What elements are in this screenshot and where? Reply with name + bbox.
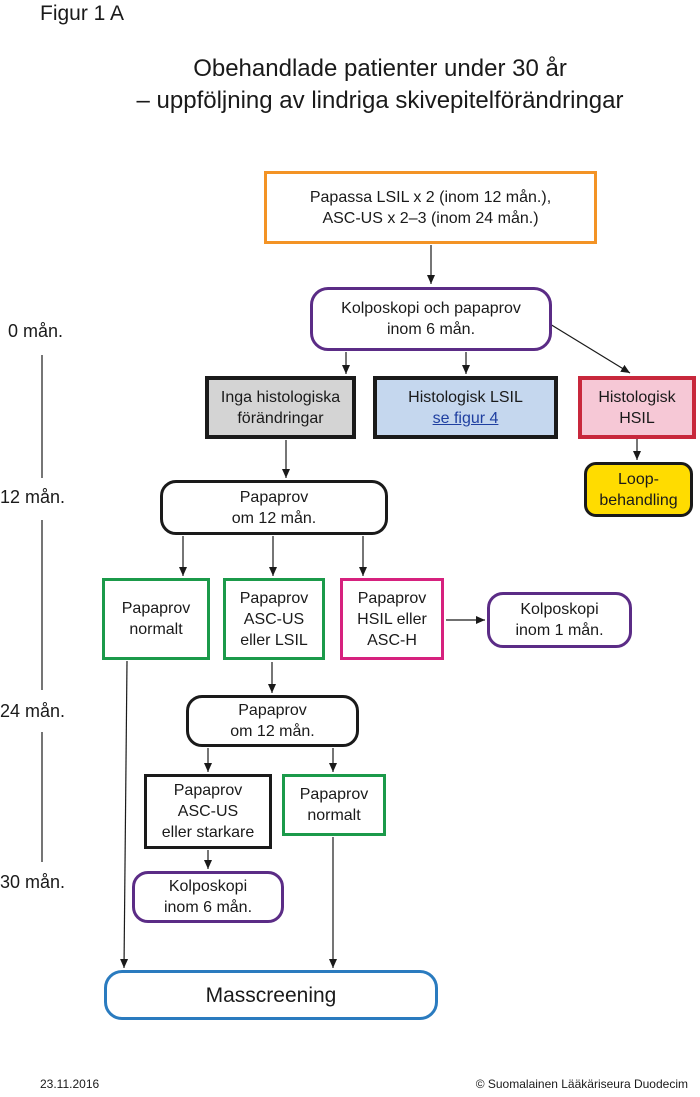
title-line-1: Obehandlade patienter under 30 år: [193, 55, 567, 82]
title-line-2: – uppföljning av lindriga skivepitelförä…: [136, 87, 624, 114]
footer-date: 23.11.2016: [40, 1077, 100, 1091]
colposcopy-6-month-node: Kolposkopi inom 6 mån.: [132, 871, 284, 923]
pap-ascus-stronger-text-1: Papaprov: [173, 782, 243, 799]
pap-normal-2-node: Papaprov normalt: [282, 774, 386, 836]
pap-ascus-lsil-text-1: Papaprov: [239, 589, 309, 607]
papaprov-24-text-1: Papaprov: [238, 702, 307, 719]
start-text-2: ASC-US x 2–3 (inom 24 mån.): [322, 209, 539, 227]
colposcopy-papaprov-text-2: inom 6 mån.: [386, 321, 476, 338]
pap-hsil-node: Papaprov HSIL eller ASC-H: [340, 578, 444, 660]
colposcopy-6-month-text-1: Kolposkopi: [168, 878, 248, 895]
timeline-label-12: 12 mån.: [0, 487, 66, 507]
see-figure-4-link[interactable]: se figur 4: [432, 409, 499, 427]
colposcopy-1-month-node: Kolposkopi inom 1 mån.: [487, 592, 632, 648]
no-changes-node: Inga histologiska förändringar: [205, 376, 356, 439]
start-text-1: Papassa LSIL x 2 (inom 12 mån.),: [309, 188, 552, 206]
papaprov-12-node: Papaprov om 12 mån.: [160, 480, 388, 535]
figure-label: Figur 1 A: [40, 2, 125, 25]
colposcopy-1-month-text-1: Kolposkopi: [520, 601, 599, 618]
pap-ascus-lsil-text-2: ASC-US: [243, 610, 305, 628]
pap-hsil-text-1: Papaprov: [357, 589, 427, 607]
hist-lsil-node: Histologisk LSIL se figur 4: [373, 376, 558, 439]
arrow-normal-to-mass: [120, 660, 129, 969]
arrow-to-hist-hsil: [544, 320, 631, 374]
timeline-label-30: 30 mån.: [0, 872, 66, 892]
pap-normal-2-text-1: Papaprov: [299, 786, 369, 803]
timeline-label-0: 0 mån.: [8, 321, 64, 341]
papaprov-12-text-2: om 12 mån.: [231, 509, 317, 527]
pap-ascus-lsil-node: Papaprov ASC-US eller LSIL: [223, 578, 325, 660]
pap-ascus-stronger-text-2: ASC-US: [177, 803, 239, 820]
pap-ascus-stronger-node: Papaprov ASC-US eller starkare: [144, 774, 272, 849]
colposcopy-papaprov-text-1: Kolposkopi och papaprov: [341, 300, 521, 317]
footer-copyright: © Suomalainen Lääkäriseura Duodecim: [475, 1077, 688, 1091]
pap-hsil-text-2: HSIL eller: [357, 610, 427, 628]
pap-ascus-lsil-text-3: eller LSIL: [240, 631, 308, 649]
pap-ascus-stronger-text-3: eller starkare: [161, 824, 255, 841]
start-node: Papassa LSIL x 2 (inom 12 mån.), ASC-US …: [264, 171, 597, 244]
pap-normal-2-text-2: normalt: [307, 807, 361, 824]
no-changes-text-2: förändringar: [237, 409, 324, 427]
loop-text-2: behandling: [599, 491, 678, 509]
papaprov-24-node: Papaprov om 12 mån.: [186, 695, 359, 747]
hist-hsil-text-1: Histologisk: [598, 388, 676, 406]
papaprov-12-text-1: Papaprov: [239, 488, 309, 506]
no-changes-text-1: Inga histologiska: [220, 388, 341, 406]
colposcopy-1-month-text-2: inom 1 mån.: [515, 622, 604, 639]
pap-normal-node: Papaprov normalt: [102, 578, 210, 660]
loop-treatment-node: Loop- behandling: [584, 462, 693, 517]
masscreening-text: Masscreening: [205, 983, 337, 1007]
colposcopy-6-month-text-2: inom 6 mån.: [163, 899, 253, 916]
papaprov-24-text-2: om 12 mån.: [230, 723, 315, 740]
hist-hsil-text-2: HSIL: [619, 409, 655, 427]
masscreening-node: Masscreening: [104, 970, 438, 1020]
hist-hsil-node: Histologisk HSIL: [578, 376, 696, 439]
pap-normal-text-2: normalt: [129, 621, 183, 638]
colposcopy-papaprov-node: Kolposkopi och papaprov inom 6 mån.: [310, 287, 552, 351]
hist-lsil-text: Histologisk LSIL: [408, 388, 523, 406]
pap-normal-text-1: Papaprov: [121, 600, 191, 617]
timeline-label-24: 24 mån.: [0, 701, 66, 721]
pap-hsil-text-3: ASC-H: [367, 631, 417, 649]
loop-text-1: Loop-: [618, 470, 659, 488]
